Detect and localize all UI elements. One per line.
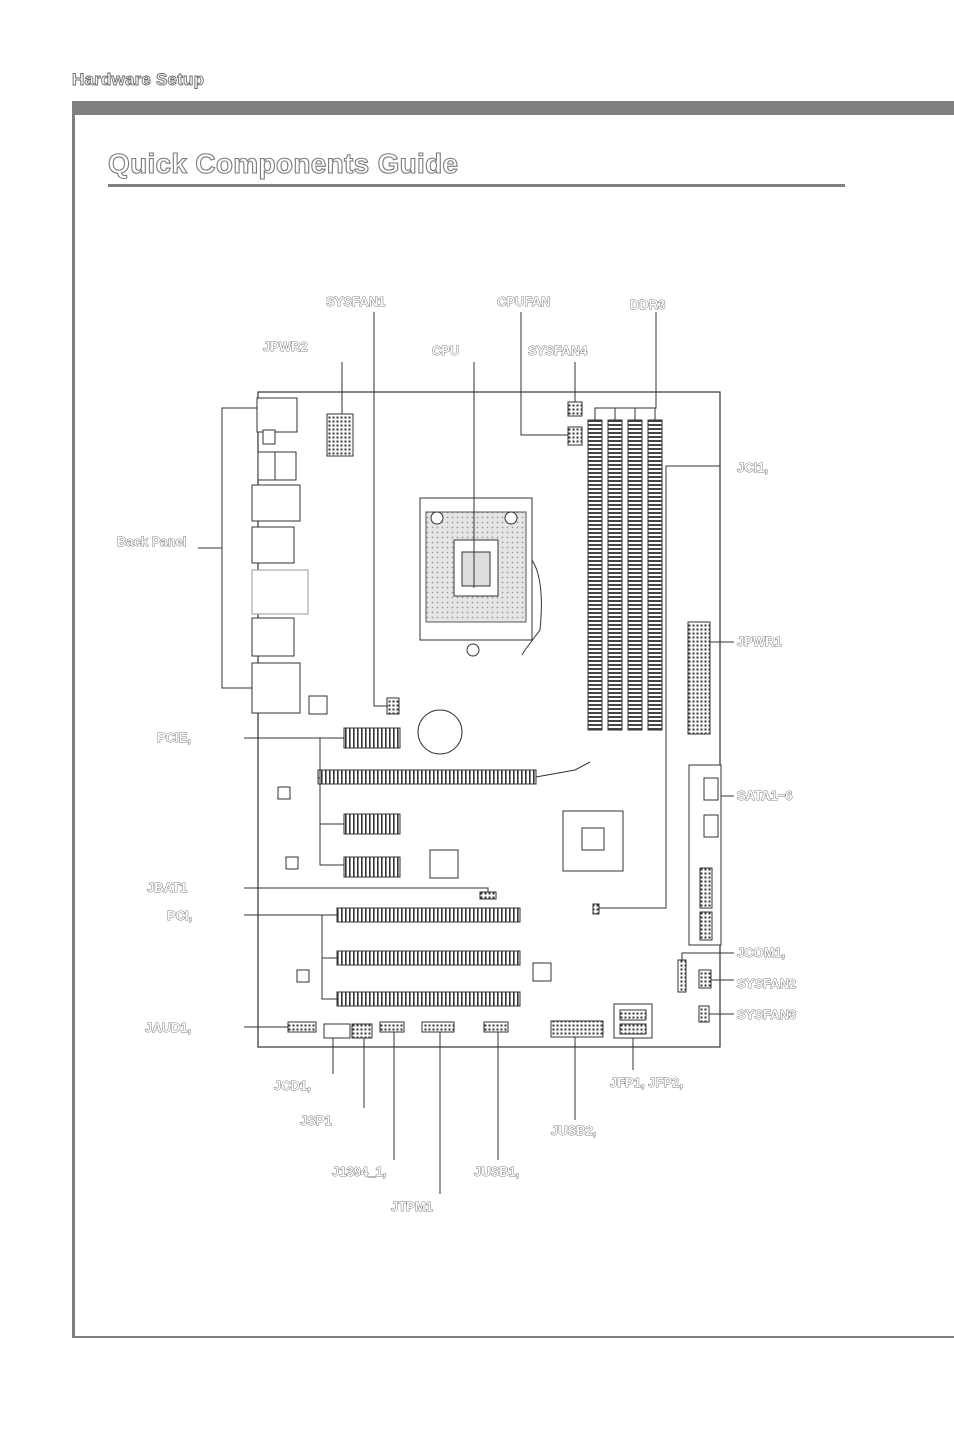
label-pcie: PCIE, bbox=[157, 730, 191, 745]
sysfan3-header bbox=[699, 1006, 709, 1022]
sysfan2-header bbox=[699, 970, 711, 988]
label-sysfan4: SYSFAN4 bbox=[528, 343, 588, 358]
label-jusb1: JUSB1, bbox=[474, 1164, 520, 1179]
label-jcom1: JCOM1, bbox=[737, 945, 785, 960]
label-sysfan1: SYSFAN1 bbox=[326, 294, 385, 309]
label-pci: PCI, bbox=[167, 908, 192, 923]
label-jpwr2: JPWR2 bbox=[263, 339, 308, 354]
label-jusb2: JUSB2, bbox=[551, 1123, 597, 1138]
sysfan1-header bbox=[387, 698, 399, 714]
label-jaud1: JAUD1, bbox=[145, 1020, 191, 1035]
chip-small-2 bbox=[278, 787, 290, 799]
label-jsp1: JSP1 bbox=[300, 1113, 332, 1128]
label-jpwr1: JPWR1 bbox=[737, 634, 782, 649]
label-cpufan: CPUFAN bbox=[497, 294, 550, 309]
label-cpu: CPU bbox=[432, 343, 459, 358]
label-jfp: JFP1, JFP2, bbox=[610, 1075, 683, 1090]
chipset bbox=[563, 811, 623, 871]
battery bbox=[418, 710, 462, 754]
cpufan-header bbox=[568, 427, 582, 445]
label-jtpm1: JTPM1 bbox=[391, 1199, 433, 1214]
jci1-header bbox=[593, 904, 599, 914]
jpwr1-connector bbox=[688, 622, 710, 734]
sata-connectors bbox=[689, 765, 721, 945]
jbat1-header bbox=[480, 892, 496, 899]
chip-small-3 bbox=[286, 857, 298, 869]
sysfan4-header bbox=[568, 402, 582, 416]
jpwr2-connector bbox=[327, 414, 353, 456]
jcom1-header bbox=[678, 960, 686, 992]
label-sysfan2: SYSFAN2 bbox=[737, 976, 796, 991]
cpu-socket bbox=[420, 498, 541, 656]
chip-small-1 bbox=[309, 696, 327, 714]
label-ddr3: DDR3 bbox=[630, 297, 665, 312]
label-sysfan3: SYSFAN3 bbox=[737, 1007, 796, 1022]
chip-square bbox=[430, 850, 458, 878]
label-jci1: JCI1, bbox=[737, 460, 768, 475]
label-sata: SATA1~6 bbox=[737, 788, 793, 803]
label-back-panel: Back Panel bbox=[117, 534, 186, 549]
label-j1394: J1394_1, bbox=[332, 1164, 386, 1179]
label-jcd1: JCD1, bbox=[274, 1078, 311, 1093]
label-jbat1: JBAT1 bbox=[147, 880, 187, 895]
chip-small-5 bbox=[297, 970, 309, 982]
chip-small-4 bbox=[533, 963, 551, 981]
